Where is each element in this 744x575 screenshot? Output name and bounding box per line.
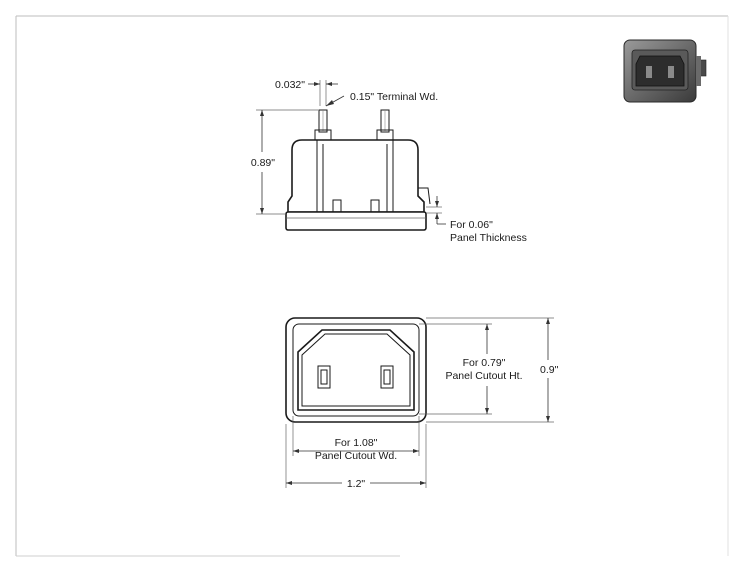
terminal-right [380,109,390,133]
dim-panel-thickness: For 0.06" Panel Thickness [426,196,527,244]
front-body-outline [292,323,420,417]
cutout-width-label-line2: Panel Cutout Wd. [315,450,397,462]
housing-body [287,139,425,213]
side-view: 0.032" 0.15" Terminal Wd. 0.89" [251,79,527,244]
cutout-height-label-line2: Panel Cutout Ht. [445,370,522,382]
iec-socket-outline [297,329,415,411]
dim-cutout-height: For 0.79" Panel Cutout Ht. [419,323,523,415]
dim-overall-height-side: 0.89" [251,109,318,215]
side-height-label: 0.89" [251,157,275,169]
dim-cutout-width: For 1.08" Panel Cutout Wd. [292,416,420,462]
dim-terminal-spacing: 0.032" [275,79,338,106]
sheet-border [15,15,729,557]
dim-terminal-width: 0.15" Terminal Wd. [325,91,438,107]
pin-slot-left [317,365,331,389]
terminal-width-label: 0.15" Terminal Wd. [350,91,438,103]
dim-overall-width: 1.2" [285,424,427,490]
dim-overall-height-front: 0.9" [426,317,559,423]
overall-height-label: 0.9" [540,364,559,376]
iec-inlet-3d-icon [623,39,707,103]
front-view: For 0.79" Panel Cutout Ht. 0.9" For 1.08… [285,317,559,490]
terminal-left [318,109,328,133]
pin-slot-right [380,365,394,389]
overall-width-label: 1.2" [347,478,366,490]
cutout-width-label-line1: For 1.08" [335,437,378,449]
panel-thickness-label-line1: For 0.06" [450,219,493,231]
cutout-height-label-line1: For 0.79" [463,357,506,369]
terminal-spacing-label: 0.032" [275,79,305,91]
mounting-flange [285,211,427,231]
panel-thickness-label-line2: Panel Thickness [450,232,527,244]
